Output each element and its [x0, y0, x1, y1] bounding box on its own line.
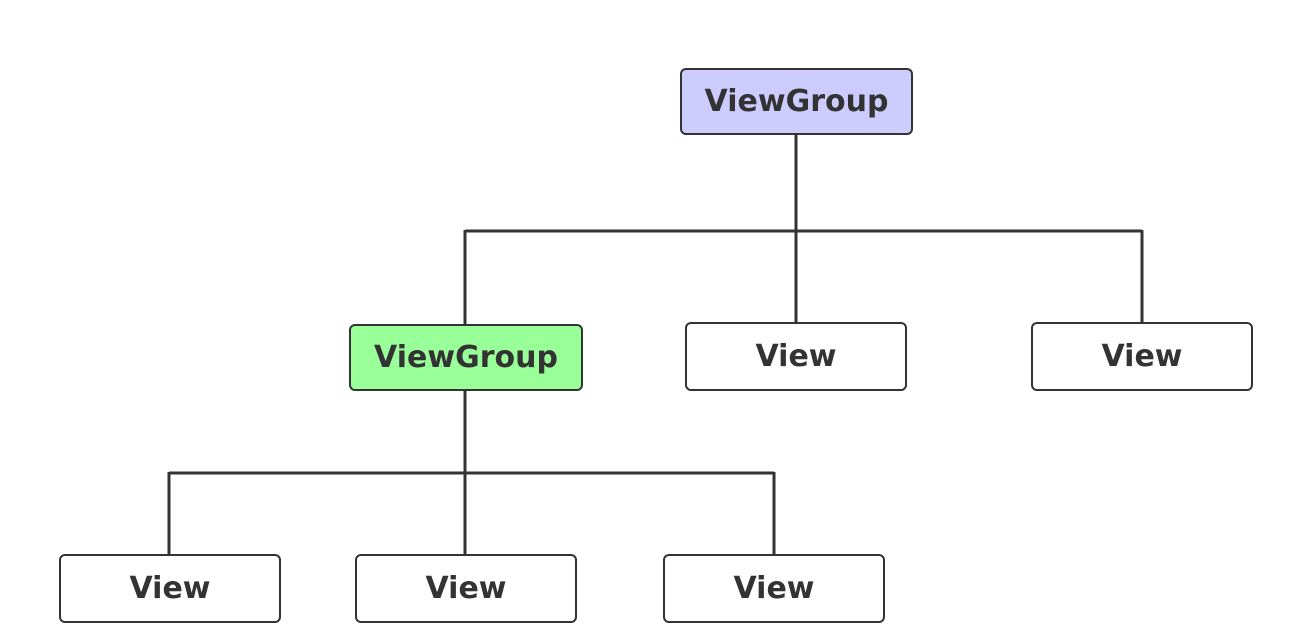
level1-view-node-right: View [1031, 322, 1253, 391]
level2-view-node-middle: View [355, 554, 577, 623]
child-viewgroup-node: ViewGroup [349, 324, 583, 391]
level2-view-node-left: View [59, 554, 281, 623]
root-viewgroup-node: ViewGroup [680, 68, 913, 135]
level2-view-node-right: View [663, 554, 885, 623]
level1-view-node-middle: View [685, 322, 907, 391]
